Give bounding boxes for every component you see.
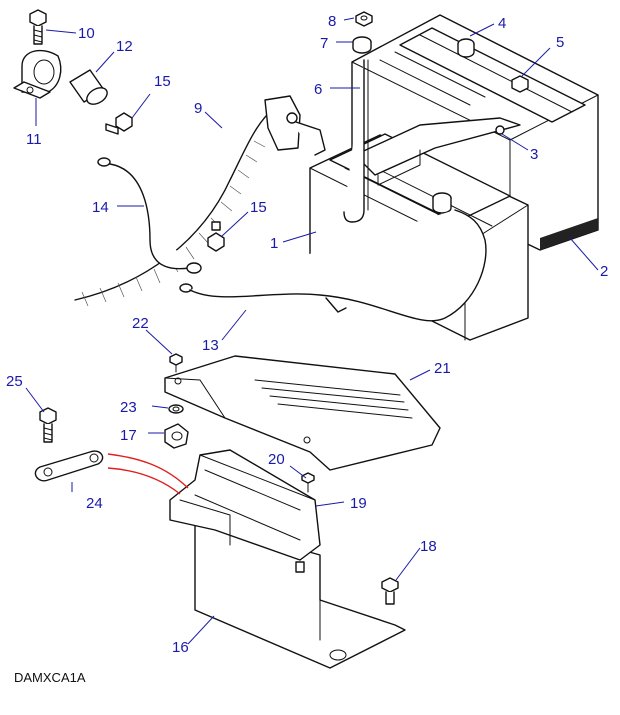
nut-8: [355, 11, 373, 27]
tray-16: [194, 519, 406, 669]
rivet-22: [169, 353, 183, 373]
callout-5: 5: [556, 34, 564, 51]
callout-11: 11: [26, 131, 42, 148]
callout-9: 9: [194, 100, 202, 117]
callout-3: 3: [530, 146, 538, 163]
washer-23: [168, 404, 184, 414]
callout-6: 6: [314, 81, 322, 98]
callout-8: 8: [328, 13, 336, 30]
callout-13: 13: [202, 337, 219, 354]
j-bolt-rod: [343, 59, 369, 223]
terminal-4: [457, 38, 475, 58]
callout-labels: 10 11 12 15 9 8 7 4 5 6 3 14 15 1 2 13 2…: [6, 13, 608, 656]
callout-10: 10: [78, 25, 95, 42]
box-19: [169, 449, 321, 573]
callout-14: 14: [92, 199, 109, 216]
callout-21: 21: [434, 360, 451, 377]
bolt-10: [29, 9, 47, 45]
callout-23: 23: [120, 399, 137, 416]
strap-24: [34, 450, 104, 482]
screw-15-top: [105, 112, 133, 135]
callout-1: 1: [270, 235, 278, 252]
bolt-25: [39, 407, 57, 443]
callout-25: 25: [6, 373, 23, 390]
terminal-5: [511, 75, 529, 93]
cable-14: [97, 157, 202, 274]
diagram-reference-code: DAMXCA1A: [14, 670, 86, 685]
leader-lines: [25, 17, 599, 645]
screw-15-mid: [207, 221, 225, 252]
callout-22: 22: [132, 315, 149, 332]
callout-2: 2: [600, 263, 608, 280]
callout-16: 16: [172, 639, 189, 656]
clip-17: [164, 423, 189, 449]
callout-17: 17: [120, 427, 137, 444]
callout-15b: 15: [250, 199, 267, 216]
callout-15a: 15: [154, 73, 171, 90]
callout-19: 19: [350, 495, 367, 512]
callout-24: 24: [86, 495, 103, 512]
callout-18: 18: [420, 538, 437, 555]
sleeve-12: [69, 69, 108, 105]
battery-clamp: [354, 117, 521, 186]
callout-4: 4: [498, 15, 506, 32]
bolt-18: [381, 577, 399, 605]
cover-21: [164, 355, 441, 471]
red-indicator-lines: [107, 453, 189, 495]
screw-20: [301, 472, 315, 493]
clip-11: [13, 49, 62, 99]
cable-9-sleeved: [74, 95, 326, 307]
callout-7: 7: [320, 35, 328, 52]
cable-13: [179, 209, 487, 322]
callout-12: 12: [116, 38, 133, 55]
callout-20: 20: [268, 451, 285, 468]
nut-7: [352, 36, 372, 54]
